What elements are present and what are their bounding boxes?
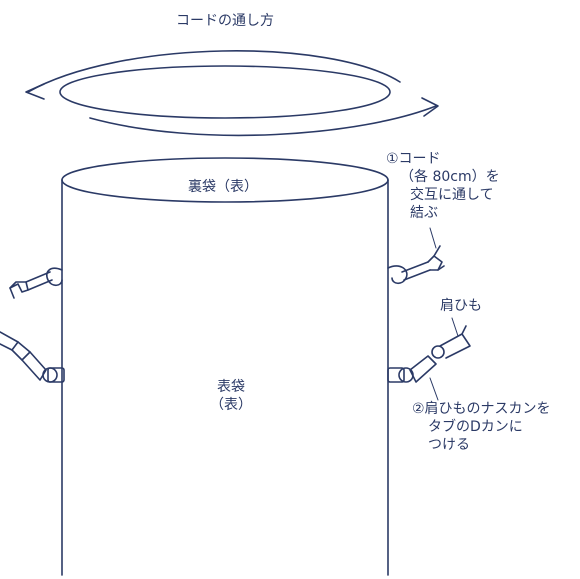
right-cord-loop: [387, 245, 445, 285]
step2-annotation: ②肩ひものナスカンを タブのDカンに つける: [412, 400, 551, 454]
strap-leader: [451, 317, 459, 337]
left-cord-loop: [9, 267, 63, 299]
inner-bag-label: 裏袋（表）: [188, 179, 258, 195]
step1-line1: ①コード: [386, 151, 441, 167]
right-arrowhead: [421, 97, 439, 117]
outer-bag-label: 表袋 （表）: [196, 378, 266, 414]
step2-leader: [429, 377, 439, 401]
step1-annotation: ①コード （各 80cm）を 交互に通して 結ぶ: [386, 150, 500, 222]
strap-label: 肩ひも: [440, 298, 482, 314]
outer-bag-label-line1: 表袋: [217, 379, 245, 395]
rotation-arrows: [25, 50, 439, 137]
upper-arrow-arc: [27, 50, 401, 93]
step1-leader: [429, 227, 437, 249]
step1-line2: （各 80cm）を: [400, 169, 500, 185]
inner-rotation-ellipse: [59, 65, 391, 119]
step2-line2: タブのDカンに: [428, 419, 523, 435]
lower-arrow-arc: [89, 105, 437, 137]
step2-line1: ②肩ひものナスカンを: [412, 401, 551, 417]
outer-bag-label-line2: （表）: [210, 397, 252, 413]
step1-line4: 結ぶ: [410, 205, 438, 221]
bag-cylinder: [61, 157, 389, 576]
left-arrowhead: [25, 83, 45, 100]
step2-line3: つける: [428, 437, 470, 453]
left-clasp: [0, 331, 65, 383]
title: コードの通し方: [176, 13, 274, 29]
right-clasp: [387, 325, 471, 383]
step1-line3: 交互に通して: [410, 187, 494, 203]
